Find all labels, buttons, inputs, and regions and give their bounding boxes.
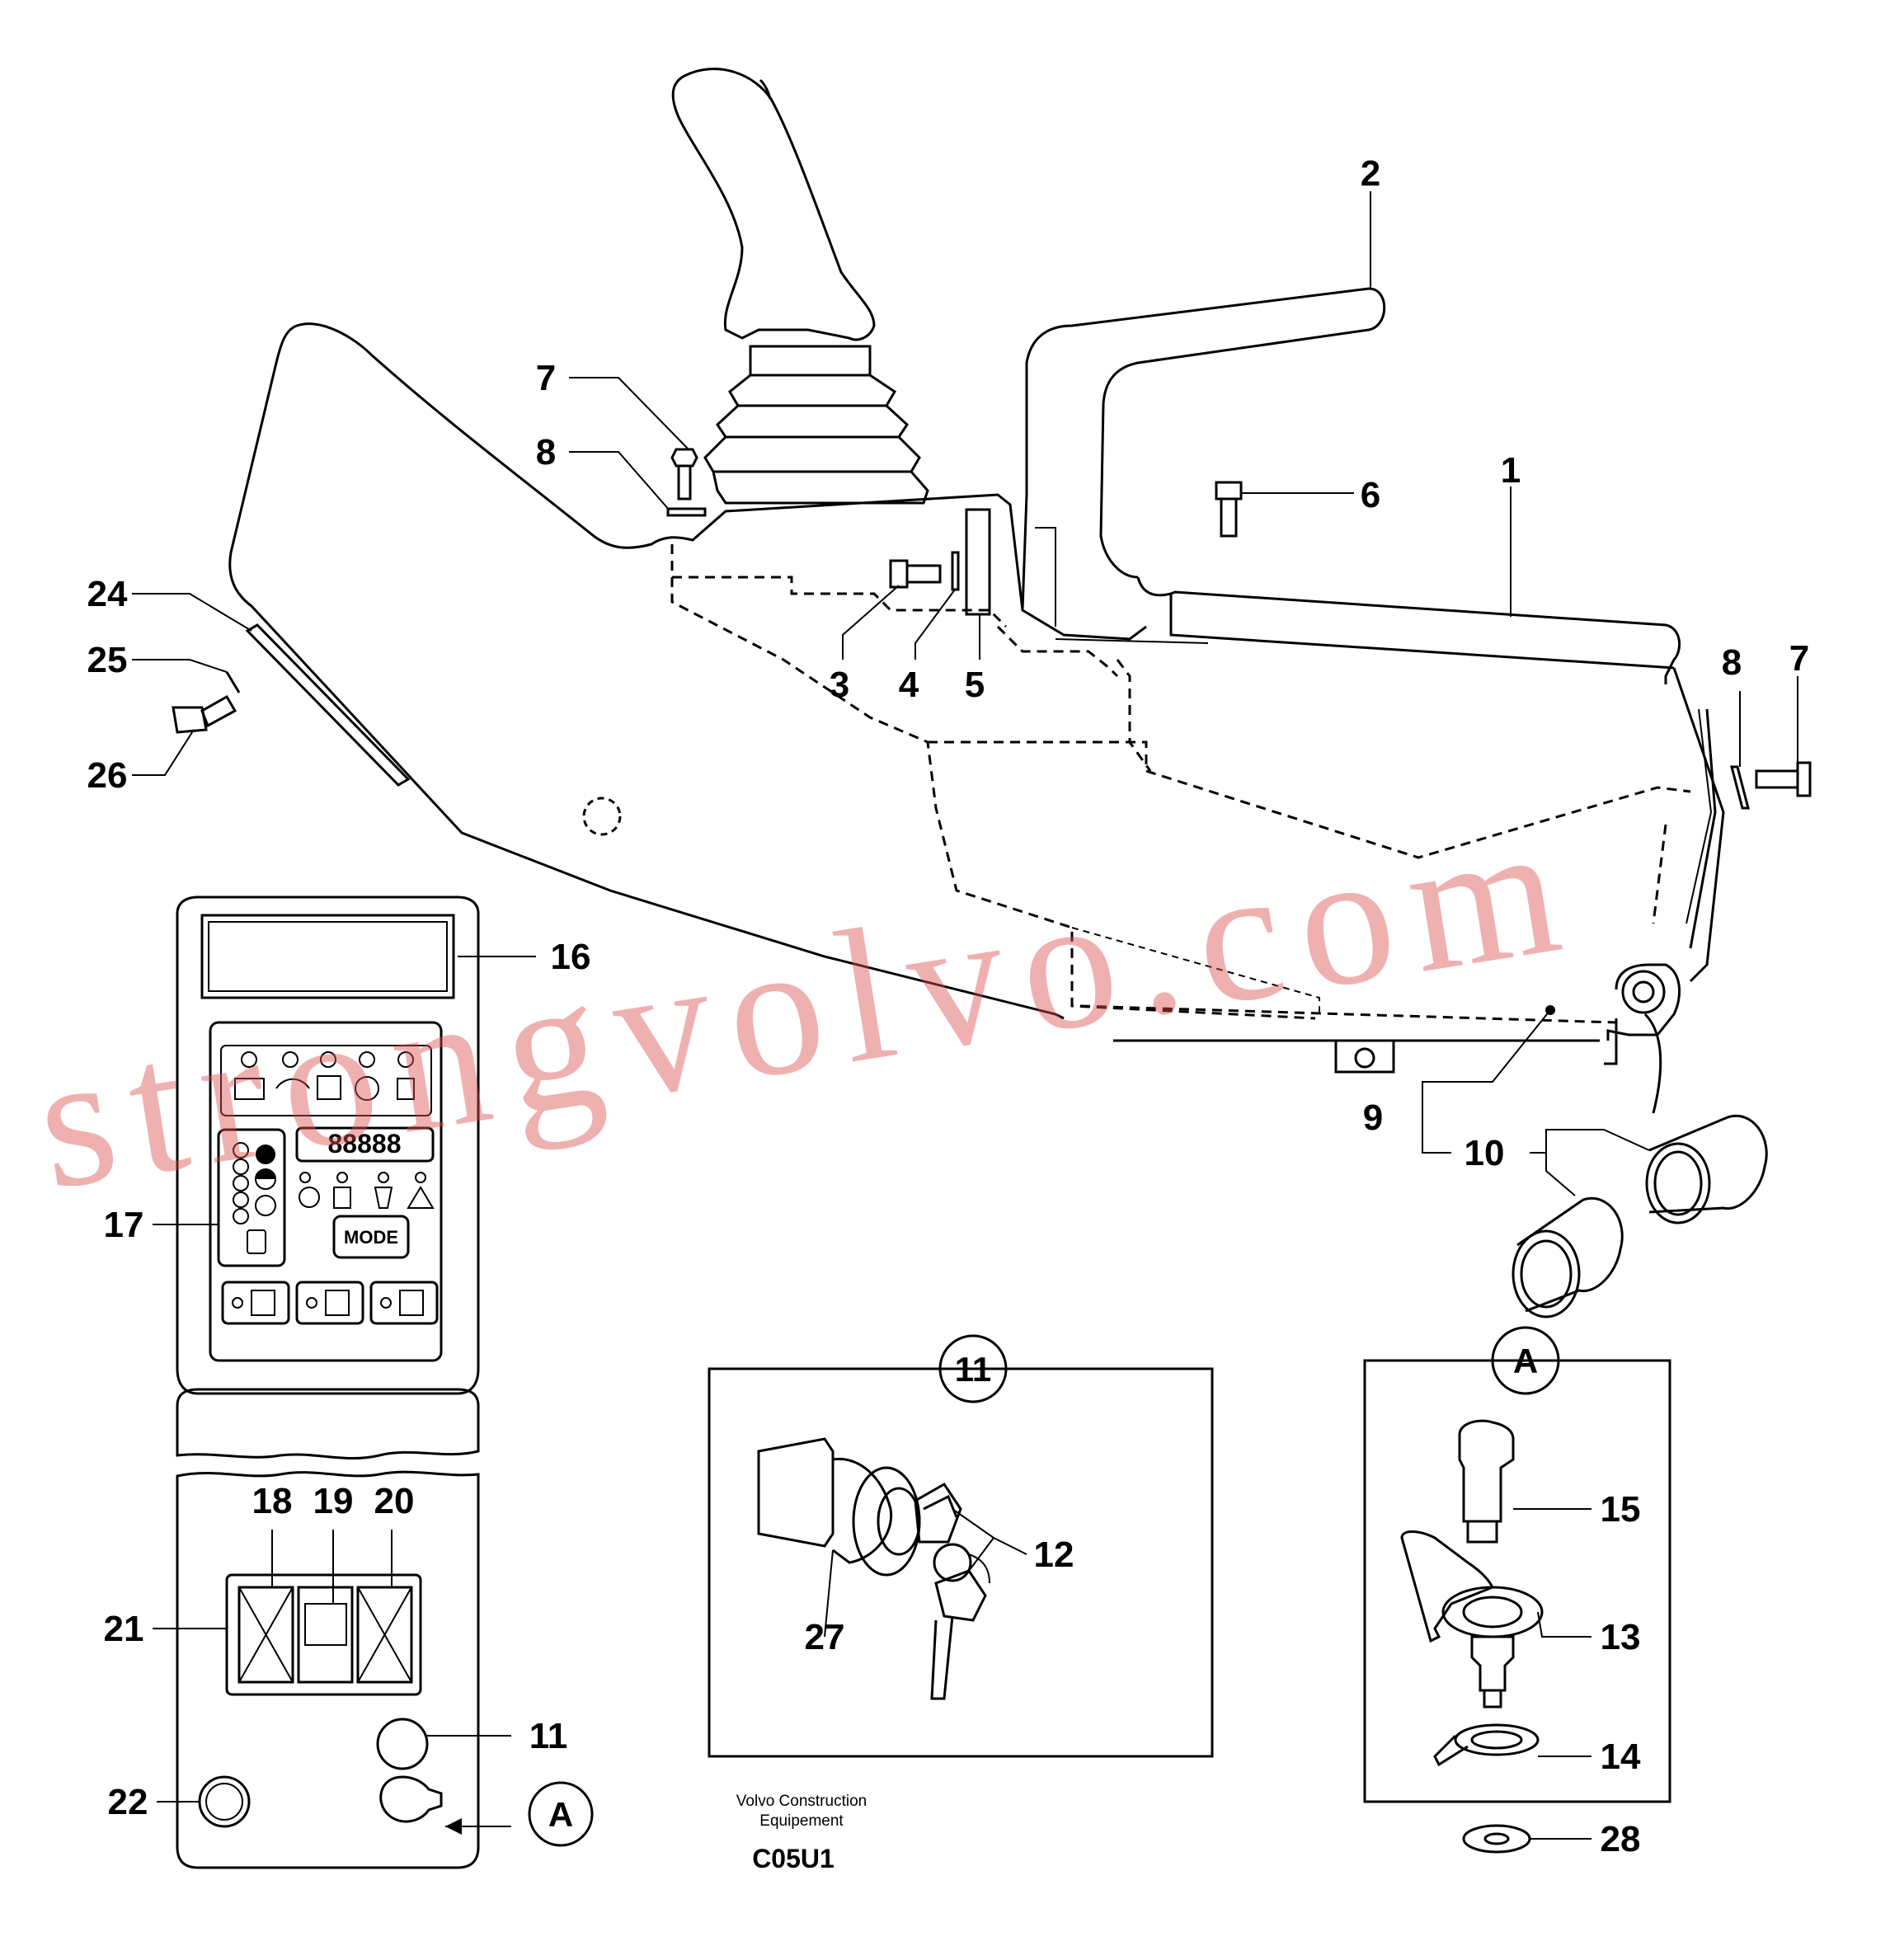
joystick: [671, 68, 929, 505]
footer: Volvo Construction Equipement C05U1: [736, 1793, 867, 1873]
bushings-10: [1512, 1114, 1768, 1318]
label-11: 11: [529, 1716, 568, 1756]
indicator-column: [233, 1142, 276, 1254]
switch-18[interactable]: [237, 1586, 294, 1684]
label-24: 24: [87, 574, 128, 614]
washer-8-right: [1730, 765, 1750, 810]
label-16: 16: [551, 937, 591, 977]
detail-a: A: [1363, 1326, 1671, 1854]
lock-body-13: [1400, 1530, 1544, 1709]
label-3: 3: [830, 665, 849, 705]
label-27: 27: [805, 1617, 845, 1657]
instrument-panel: 88888 MODE: [176, 895, 480, 1395]
label-15: 15: [1601, 1489, 1641, 1530]
label-22: 22: [108, 1782, 148, 1822]
plug-26: [172, 694, 237, 734]
washer-4: [951, 551, 960, 591]
bolt-7-right: [1755, 761, 1812, 797]
switch-20[interactable]: [356, 1586, 413, 1684]
button-oil-temp[interactable]: [221, 1281, 290, 1325]
plate-5: [965, 508, 991, 616]
label-5: 5: [965, 665, 985, 705]
panel-break: [176, 1388, 480, 1460]
callout-a-detail: A: [1513, 1342, 1538, 1380]
ignition-switch-11[interactable]: [376, 1718, 429, 1770]
washer-14: [1433, 1723, 1540, 1767]
label-7-right: 7: [1789, 638, 1809, 679]
mode-button[interactable]: [332, 1215, 410, 1259]
label-4: 4: [899, 665, 919, 705]
callout-a-panel: A: [548, 1795, 573, 1834]
label-17: 17: [104, 1205, 144, 1245]
mode-indicators: [299, 1172, 435, 1209]
label-14: 14: [1601, 1737, 1641, 1777]
strip-24: [245, 623, 411, 787]
clip-25: [225, 671, 241, 693]
label-13: 13: [1601, 1617, 1641, 1657]
label-12: 12: [1034, 1535, 1074, 1575]
label-9: 9: [1363, 1098, 1383, 1138]
leader-lines: [132, 191, 1798, 1840]
bolt-3: [889, 559, 942, 589]
label-25: 25: [87, 640, 128, 680]
label-7-left: 7: [536, 358, 556, 398]
bolt-7-left: [670, 448, 698, 501]
label-21: 21: [104, 1609, 144, 1649]
drawing-code: C05U1: [752, 1844, 835, 1873]
label-8-left: 8: [536, 432, 556, 472]
detail-11: 11: [708, 1334, 1214, 1758]
label-6: 6: [1361, 475, 1380, 515]
part-labels: 2 1 6 7 8 3 4 5 8 7 24 25 26 9 10 16 17 …: [87, 153, 1810, 1859]
label-1: 1: [1501, 450, 1521, 491]
lock-a[interactable]: [379, 1775, 443, 1823]
bolt-6: [1215, 481, 1243, 538]
watermark: strongvolvo.com: [24, 779, 1590, 1229]
label-28: 28: [1601, 1819, 1641, 1859]
callout-11: 11: [955, 1350, 991, 1389]
maker-line1: Volvo Construction: [736, 1793, 867, 1810]
ignition-switch: [757, 1437, 990, 1700]
washer-28: [1462, 1824, 1531, 1854]
label-26: 26: [87, 755, 128, 796]
switch-panel: [176, 1470, 480, 1869]
button-service[interactable]: [369, 1281, 439, 1325]
label-18: 18: [252, 1481, 293, 1521]
warning-lamps: [234, 1051, 415, 1101]
button-fuel[interactable]: [295, 1281, 364, 1325]
console-housing: [228, 287, 1725, 1114]
mode-button-label: MODE: [344, 1227, 398, 1248]
maker-line2: Equipement: [759, 1812, 844, 1830]
lock-cylinder-15: [1458, 1419, 1515, 1544]
label-10: 10: [1465, 1133, 1505, 1173]
label-20: 20: [374, 1481, 415, 1521]
label-2: 2: [1361, 153, 1380, 194]
switch-19[interactable]: [297, 1586, 354, 1684]
washer-8-left: [666, 507, 707, 517]
label-19: 19: [313, 1481, 354, 1521]
digital-display: 88888: [328, 1129, 402, 1159]
label-8-right: 8: [1722, 642, 1742, 683]
